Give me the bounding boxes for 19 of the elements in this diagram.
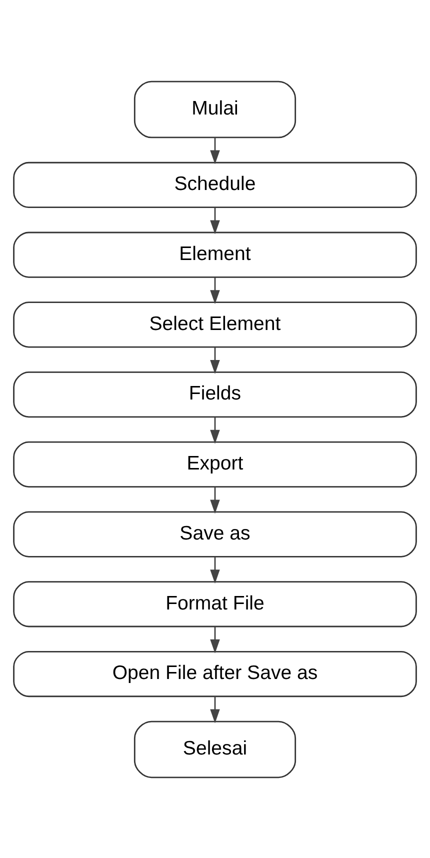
- node-box: Export: [13, 440, 417, 487]
- node-box: Schedule: [13, 161, 417, 208]
- node-box: Select Element: [13, 301, 417, 348]
- node-box: Selesai: [134, 720, 296, 778]
- arrow: [210, 416, 220, 444]
- arrow: [210, 626, 220, 653]
- arrow: [210, 556, 220, 584]
- arrow: [210, 346, 220, 374]
- arrow: [210, 207, 220, 234]
- arrow: [210, 137, 220, 164]
- node-box: Open File after Save as: [13, 650, 417, 697]
- node-box: Fields: [13, 371, 417, 418]
- node-box: Save as: [13, 510, 417, 557]
- node-box: Element: [13, 231, 417, 278]
- node-box: Mulai: [134, 80, 296, 138]
- node-box: Format File: [13, 580, 417, 627]
- arrow: [210, 276, 220, 304]
- arrow: [210, 696, 220, 723]
- arrow: [210, 486, 220, 514]
